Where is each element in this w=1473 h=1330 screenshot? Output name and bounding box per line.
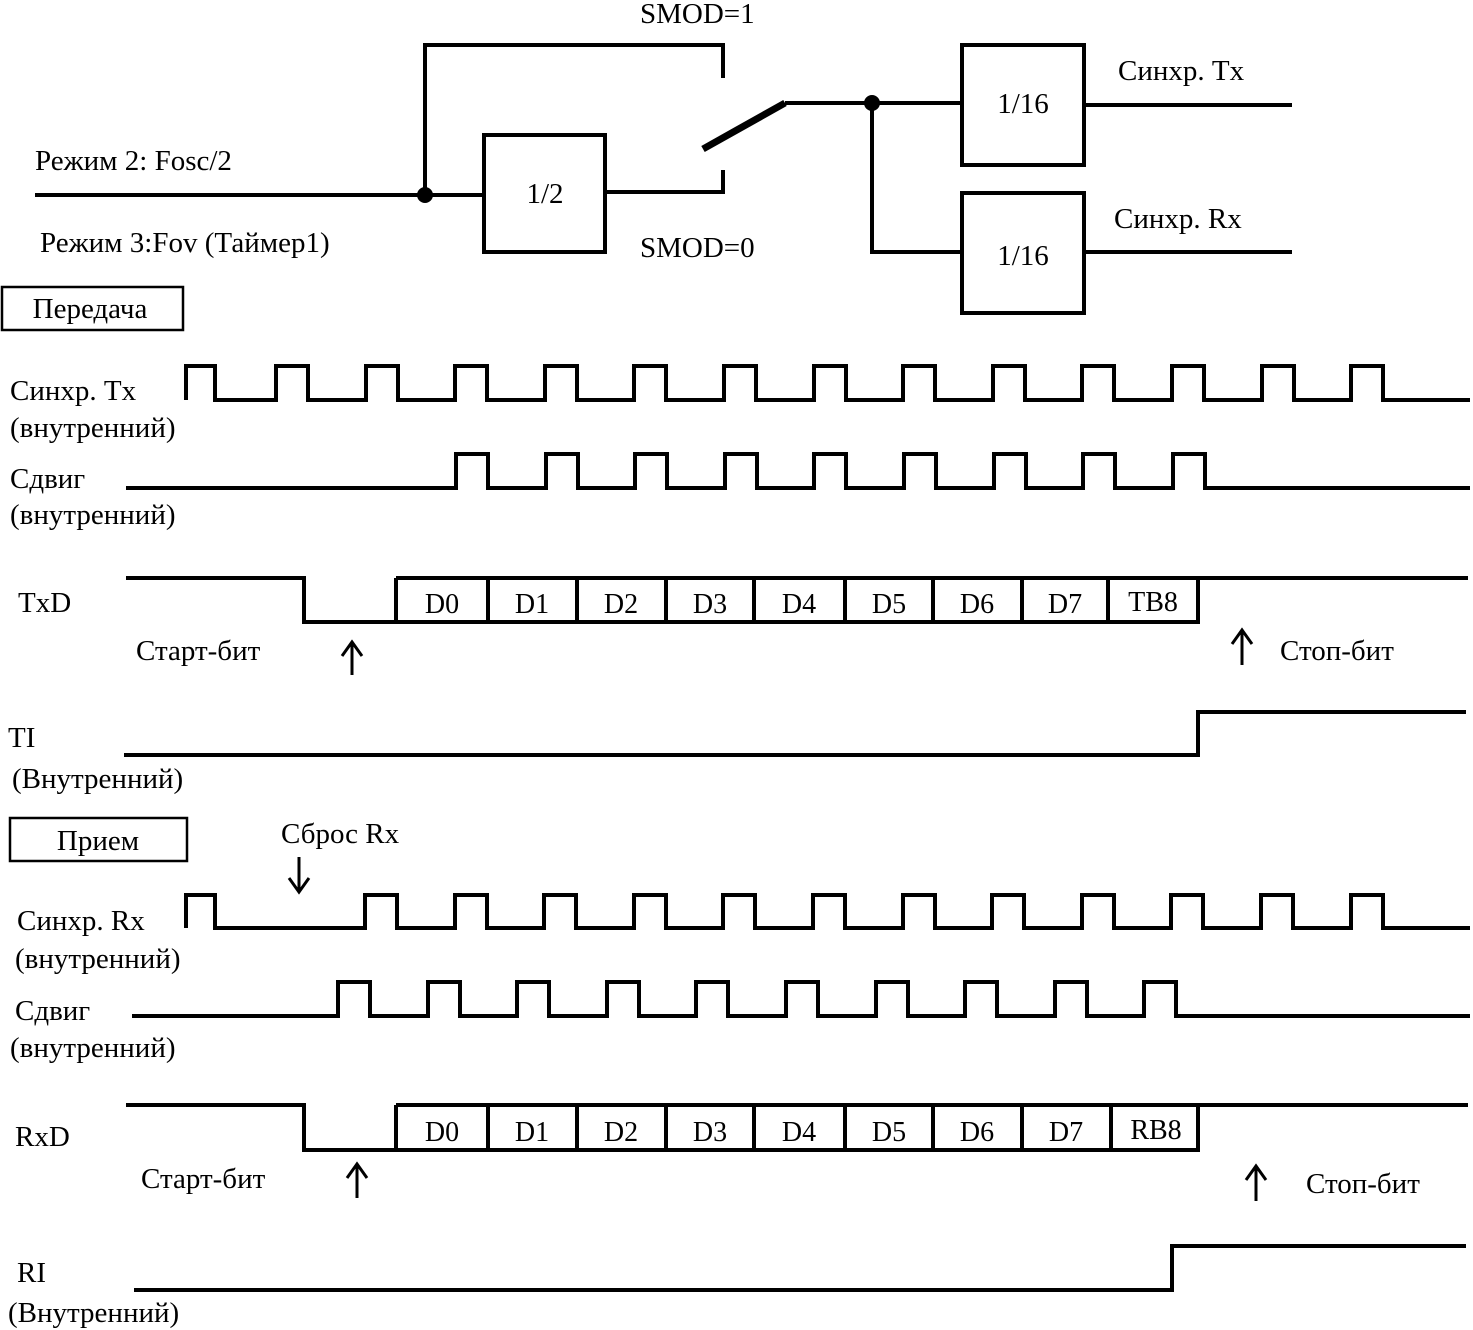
rxd-bit-label: D4 [782,1117,816,1148]
divider-half-label: 1/2 [526,178,563,210]
ti-label: TI [8,722,35,754]
rx-clock-sublabel: (внутренний) [15,943,181,975]
smod-switch [701,99,787,153]
txd-bit-label: D7 [1048,589,1082,620]
divider-output-wire [605,170,725,194]
divider-rx-label: 1/16 [997,240,1049,272]
txd-bit-label: D6 [960,589,994,620]
rxd-bit-label: D3 [693,1117,727,1148]
rx-start-bit-label: Старт-бит [141,1163,266,1195]
clock-block-diagram: 1/2 1/16 1/16 Режим 2: Fosc/2 Режим 3:Fo… [35,0,1292,315]
rx-shift-waveform [132,980,1470,1018]
txd-bit-label: D0 [425,589,459,620]
out-tx-label: Синхр. Tx [1118,55,1245,87]
rx-stop-bit-label: Стоп-бит [1306,1168,1420,1200]
bypass-wire [423,43,725,195]
divider-half-box [482,133,607,254]
rxd-waveform [126,1103,1468,1152]
ti-waveform [124,710,1466,757]
rx-reset-label: Сброс Rx [281,818,400,850]
ri-label: RI [17,1257,46,1289]
txd-bit-cells: D0 D1 D2 D3 D4 D5 D6 D7 TB8 [425,578,1178,622]
rx-clock-label: Синхр. Rx [17,905,145,937]
tx-shift-sublabel: (внутренний) [10,499,176,531]
smod1-label: SMOD=1 [640,0,755,30]
rx-shift-sublabel: (внутренний) [10,1032,176,1064]
tx-clock-waveform [184,364,1470,402]
divider-rx-box [960,191,1086,315]
txd-waveform [126,576,1468,624]
transmit-section: Передача Синхр. Tx (внутренний) Сдвиг (в… [0,285,1470,795]
tx-stop-sample-arrow-icon [1230,627,1254,665]
rxd-bit-cells: D0 D1 D2 D3 D4 D5 D6 D7 RB8 [425,1105,1182,1150]
rx-shift-label: Сдвиг [15,995,90,1027]
txd-bit-label: D2 [604,589,638,620]
transmit-section-title: Передача [33,293,148,325]
receive-section: Прием Сброс Rx Синхр. Rx (внутренний) Сд… [8,816,1470,1329]
input-mode2-label: Режим 2: Fosc/2 [35,145,232,177]
tx-shift-label: Сдвиг [10,463,85,495]
tx-start-sample-arrow-icon [340,639,364,675]
tx-start-bit-label: Старт-бит [136,635,261,667]
out-rx-label: Синхр. Rx [1114,203,1242,235]
tx-stop-bit-label: Стоп-бит [1280,635,1394,667]
tx-shift-waveform [126,452,1470,490]
txd-label: TxD [18,587,71,619]
divider-tx-label: 1/16 [997,88,1049,120]
transmit-section-box [0,285,185,332]
receive-section-title: Прием [57,825,139,857]
divider-tx-box [960,43,1086,167]
input-mode3-label: Режим 3:Fov (Таймер1) [40,227,330,259]
txd-bit-label: D1 [515,589,549,620]
rx-branch-wire [870,103,962,254]
rxd-bit-label: D5 [872,1117,906,1148]
smod0-label: SMOD=0 [640,232,755,264]
rx-reset-arrow-icon [287,857,311,895]
ti-sublabel: (Внутренний) [12,763,183,795]
txd-bit-label: D5 [872,589,906,620]
rxd-label: RxD [15,1121,70,1153]
receive-section-box [8,816,189,863]
tx-clock-sublabel: (внутренний) [10,412,176,444]
tx-clock-label: Синхр. Tx [10,375,137,407]
txd-bit-label: D4 [782,589,816,620]
txd-bit-label: D3 [693,589,727,620]
rxd-bit-label: D1 [515,1117,549,1148]
rxd-bit-label: D6 [960,1117,994,1148]
rx-stop-sample-arrow-icon [1244,1163,1268,1201]
rx-clock-waveform [184,893,1470,930]
rxd-bit-label: D2 [604,1117,638,1148]
txd-bit-label: TB8 [1128,587,1178,618]
rx-start-sample-arrow-icon [345,1161,369,1198]
rxd-bit-label: D7 [1049,1117,1083,1148]
rxd-bit-label: RB8 [1130,1115,1181,1146]
ri-waveform [134,1244,1466,1292]
rxd-bit-label: D0 [425,1117,459,1148]
ri-sublabel: (Внутренний) [8,1297,179,1329]
